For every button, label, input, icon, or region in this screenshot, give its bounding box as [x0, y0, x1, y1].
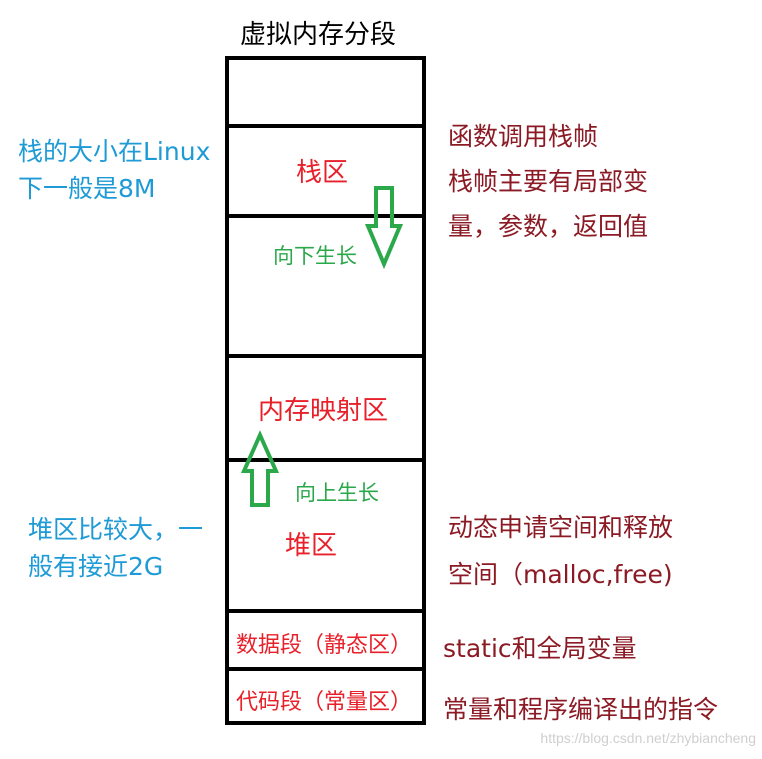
segment-label-heap: 堆区 [285, 531, 338, 561]
heap-usage-note: 动态申请空间和释放 空间（malloc,free) [448, 504, 673, 598]
stack-frame-note-line1: 函数调用栈帧 [448, 122, 599, 151]
segment-label-stack: 栈区 [296, 158, 349, 188]
heap-usage-note-line2: 空间（malloc,free) [448, 560, 673, 589]
page-title: 虚拟内存分段 [240, 20, 397, 50]
heap-size-note-line1: 堆区比较大，一 [28, 515, 204, 544]
arrow-up-icon [240, 430, 280, 507]
growth-label-down: 向下生长 [273, 244, 357, 268]
watermark-text: https://blog.csdn.net/zhybiancheng [540, 730, 756, 746]
growth-label-up: 向上生长 [295, 481, 379, 505]
stack-frame-note-line2: 栈帧主要有局部变 [448, 167, 649, 196]
segment-label-data: 数据段（静态区） [236, 633, 413, 658]
stack-size-note-line1: 栈的大小在Linux [18, 137, 211, 166]
memory-column-border [225, 56, 426, 725]
data-segment-note: static和全局变量 [443, 634, 637, 663]
stack-size-note: 栈的大小在Linux 下一般是8M [18, 133, 210, 207]
segment-label-mmap: 内存映射区 [258, 396, 389, 426]
heap-size-note: 堆区比较大，一 般有接近2G [28, 511, 203, 585]
segment-label-code: 代码段（常量区） [236, 690, 413, 715]
stack-size-note-line2: 下一般是8M [18, 174, 156, 203]
heap-usage-note-line1: 动态申请空间和释放 [448, 513, 674, 542]
heap-size-note-line2: 般有接近2G [28, 552, 164, 581]
stack-frame-note: 函数调用栈帧 栈帧主要有局部变 量，参数，返回值 [448, 114, 648, 249]
stack-frame-note-line3: 量，参数，返回值 [448, 212, 649, 241]
code-segment-note: 常量和程序编译出的指令 [443, 695, 719, 724]
arrow-down-icon [364, 186, 404, 270]
